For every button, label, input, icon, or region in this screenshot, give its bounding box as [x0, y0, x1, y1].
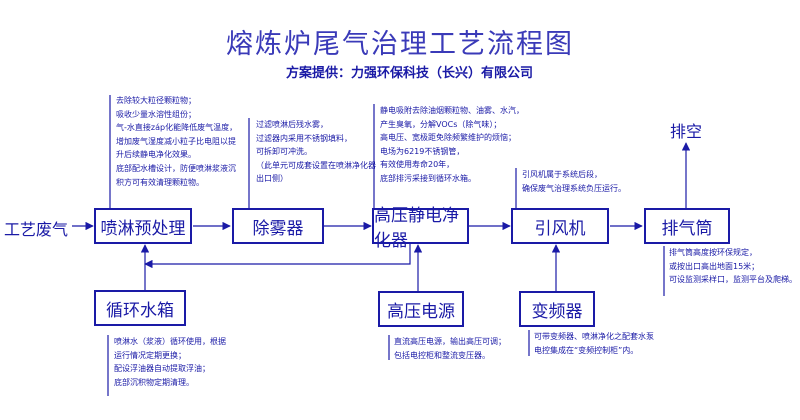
spray-pretreatment-box: 喷淋预处理: [94, 208, 192, 244]
note-line: 配设浮油器自动提取浮油；: [114, 364, 210, 374]
note-line: 静电吸附去除油烟颗粒物、油雾、水汽，: [380, 106, 524, 115]
note-line: 去除较大粒径颗粒物；: [116, 96, 196, 105]
note-line: 出口侧）: [256, 174, 288, 184]
vfd-box: 变频器: [519, 291, 595, 327]
note-line: 电控集成在“变频控制柜”内。: [534, 345, 639, 355]
note-line: 气-水直接záp化能降低废气温度，: [116, 123, 238, 133]
note-line: 引风机属于系统后段，: [522, 170, 602, 179]
note-line: 确保废气治理系统负压运行。: [522, 183, 626, 193]
fan-box: 引风机: [511, 208, 609, 244]
note-line: 过滤器内采用不锈钢填料，: [256, 133, 352, 143]
note-line: 过滤喷淋后残水雾，: [256, 120, 328, 129]
note-line: （此单元可成套设置在喷淋净化器: [256, 160, 376, 170]
note-line: 或按出口高出地面15米；: [669, 261, 760, 271]
note-line: 底部排污采接到循环水箱。: [380, 173, 476, 183]
note-esp: 静电吸附去除油烟颗粒物、油雾、水汽， 产生臭氧，分解VOCs（除气味）； 高电压…: [380, 104, 524, 186]
note-line: 运行情况定期更换；: [114, 350, 186, 360]
note-line: 直流高压电源，输出高压可调；: [394, 337, 506, 346]
exhaust-label: 排空: [670, 122, 703, 141]
note-line: 积方可有效清理颗粒物。: [116, 177, 204, 187]
input-label: 工艺废气: [4, 220, 69, 239]
note-line: 有效使用寿命20年，: [380, 160, 455, 170]
page-subtitle: 方案提供：力强环保科技（长兴）有限公司: [286, 66, 534, 81]
note-demister: 过滤喷淋后残水雾， 过滤器内采用不锈钢填料， 可拆卸可冲洗。 （此单元可成套设置…: [256, 118, 376, 186]
note-line: 底部沉积物定期清理。: [114, 377, 194, 387]
note-line: 吸收少量水溶性组份；: [116, 109, 196, 119]
demister-box: 除雾器: [232, 208, 324, 244]
note-line: 电场为6219不锈钢管，: [380, 146, 465, 156]
note-vfd: 可带变频器、喷淋净化之配套水泵 电控集成在“变频控制柜”内。: [534, 330, 654, 357]
note-line: 升后续静电净化效果。: [116, 150, 196, 160]
stack-box: 排气筒: [644, 208, 730, 244]
note-line: 可设监测采样口，监测平台及爬梯。: [669, 275, 797, 285]
note-line: 产生臭氧，分解VOCs（除气味）；: [380, 119, 502, 129]
note-water-tank: 喷淋水（浆液）循环使用，根据 运行情况定期更换； 配设浮油器自动提取浮油； 底部…: [114, 335, 226, 389]
note-line: 排气筒高度按环保规定，: [669, 248, 757, 257]
note-stack: 排气筒高度按环保规定， 或按出口高出地面15米； 可设监测采样口，监测平台及爬梯…: [669, 246, 797, 287]
note-spray: 去除较大粒径颗粒物； 吸收少量水溶性组份； 气-水直接záp化能降低废气温度， …: [116, 94, 237, 189]
hv-power-box: 高压电源: [378, 291, 464, 327]
note-line: 包括电控柜和整流变压器。: [394, 350, 490, 360]
loop-return-line: [144, 243, 411, 269]
note-fan: 引风机属于系统后段， 确保废气治理系统负压运行。: [522, 168, 626, 195]
note-line: 可拆卸可冲洗。: [256, 147, 312, 157]
note-line: 增加废气湿度减小粒子比电阻以提: [116, 136, 236, 146]
note-line: 可带变频器、喷淋净化之配套水泵: [534, 332, 654, 341]
note-line: 高电压、宽极距免除频繁维护的烦恼；: [380, 133, 516, 143]
page-title: 熔炼炉尾气治理工艺流程图: [226, 29, 574, 60]
note-line: 喷淋水（浆液）循环使用，根据: [114, 337, 226, 346]
note-hv-power: 直流高压电源，输出高压可调； 包括电控柜和整流变压器。: [394, 335, 506, 362]
note-line: 底部配水槽设计，防便喷淋浆液沉: [116, 163, 236, 173]
esp-box: 高压静电净化器: [372, 206, 469, 251]
water-tank-box: 循环水箱: [94, 290, 186, 326]
